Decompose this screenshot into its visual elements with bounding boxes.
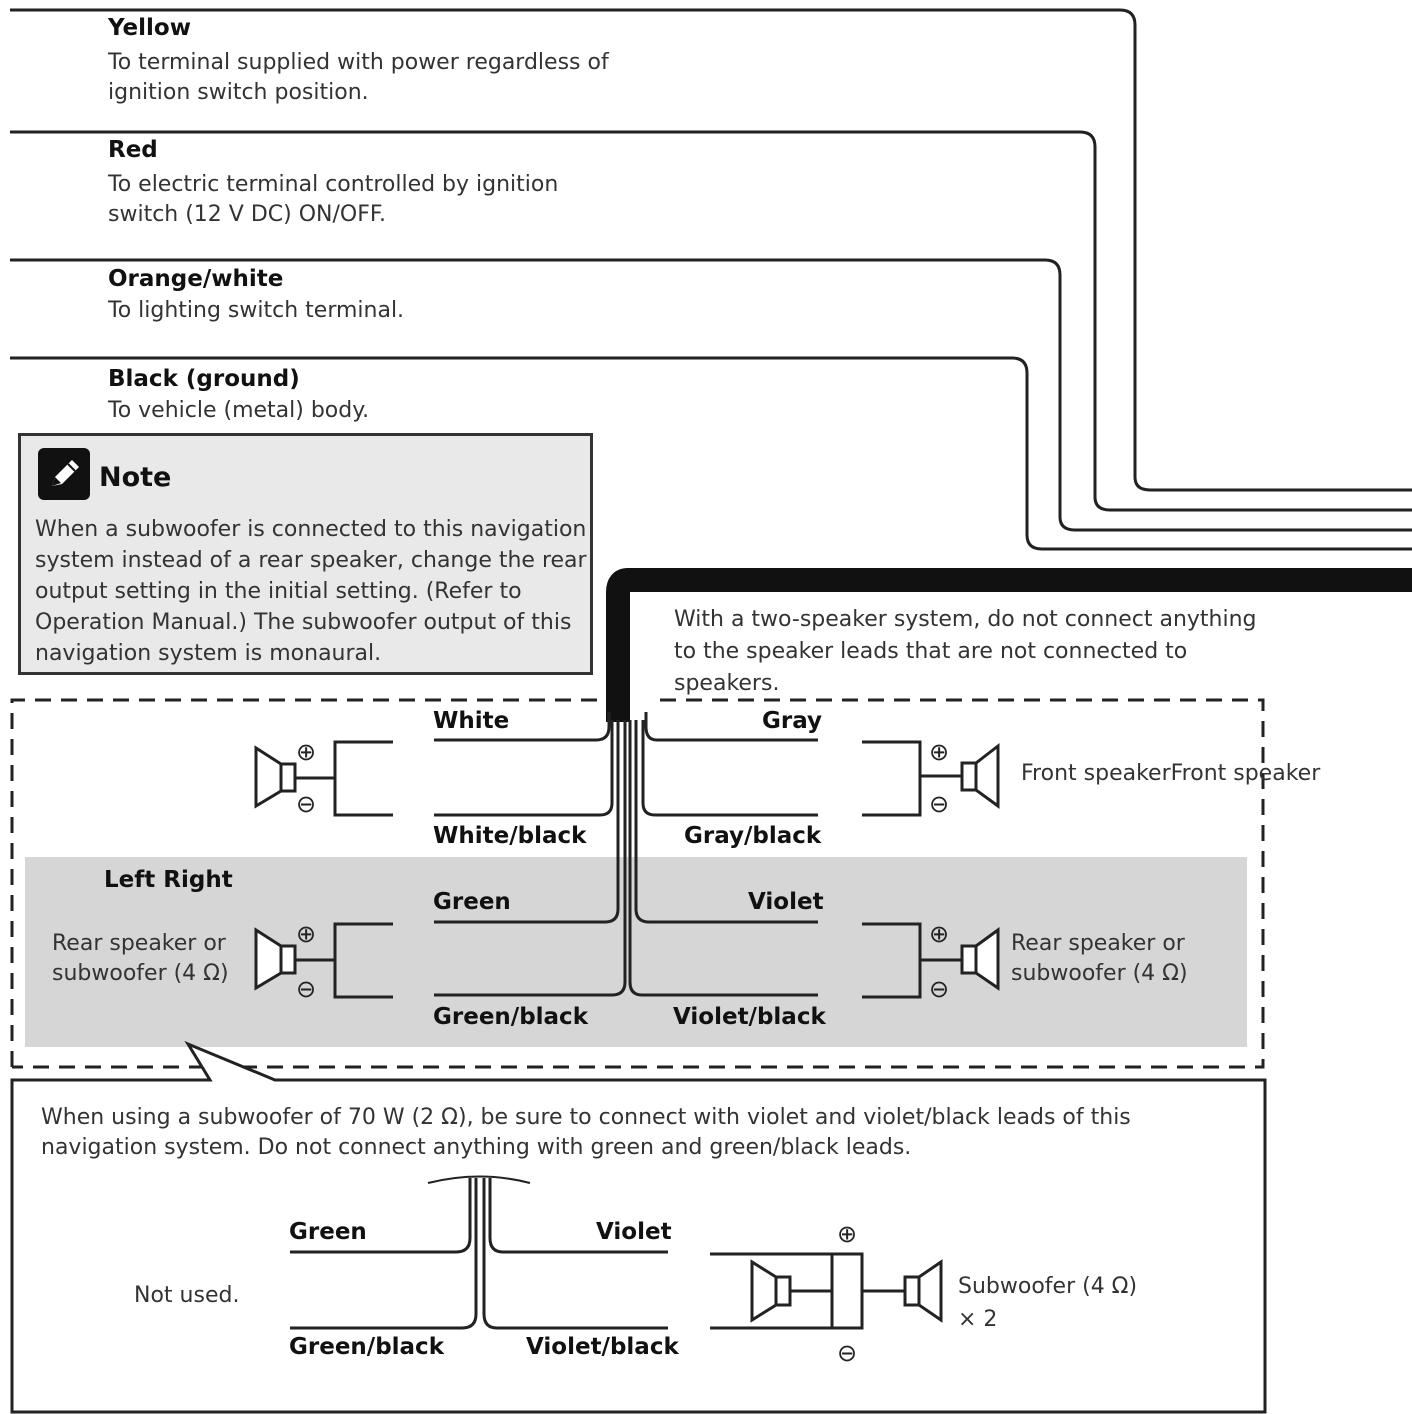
pencil-icon: [38, 448, 90, 500]
green-black-wire-line: [434, 720, 627, 997]
front-right-speaker-icon: [960, 742, 1000, 809]
minus-icon: ⊖: [929, 790, 950, 818]
green-black-label: Green/black: [433, 1004, 588, 1030]
minus-icon: ⊖: [837, 1339, 858, 1367]
red-lead-name: Red: [108, 137, 158, 163]
minus-icon: ⊖: [929, 975, 950, 1003]
white-black-label: White/black: [433, 823, 587, 849]
gray-black-label: Gray/black: [684, 823, 822, 849]
white-black-wire-line: [434, 720, 614, 817]
bottom-green-wire: [290, 1178, 472, 1254]
violet-label: Violet: [748, 889, 824, 915]
minus-icon: ⊖: [296, 790, 317, 818]
yellow-lead-name: Yellow: [108, 15, 191, 41]
black-lead-desc: To vehicle (metal) body.: [108, 398, 370, 423]
gray-label: Gray: [762, 708, 823, 734]
violet-black-wire-line: [628, 720, 818, 997]
bottom-violet-black-wire: [482, 1178, 668, 1330]
rear-right-speaker-label: Rear speaker or subwoofer (4 Ω): [1011, 931, 1188, 986]
bottom-green-black-label: Green/black: [289, 1334, 444, 1360]
violet-wire-line: [634, 720, 818, 924]
not-used-label: Not used.: [134, 1283, 240, 1308]
front-right-bracket: [862, 740, 962, 817]
rear-left-bracket: [296, 922, 393, 999]
subwoofer-note: When using a subwoofer of 70 W (2 Ω), be…: [41, 1105, 1131, 1160]
subwoofer-left-icon: [750, 1259, 792, 1323]
violet-black-label: Violet/black: [673, 1004, 826, 1030]
green-wire-line: [434, 720, 620, 924]
plus-icon: ⊕: [929, 738, 950, 766]
front-left-bracket: [296, 740, 393, 817]
left-right-label: Left Right: [104, 867, 233, 893]
two-speaker-note: With a two-speaker system, do not connec…: [674, 607, 1257, 696]
gray-black-wire-line: [641, 720, 818, 817]
bottom-violet-label: Violet: [596, 1219, 672, 1245]
bottom-green-label: Green: [289, 1219, 367, 1245]
note-box: Note When a subwoofer is connected to th…: [18, 433, 593, 675]
white-wire-line: [434, 712, 611, 742]
bottom-violet-wire: [488, 1178, 668, 1254]
green-label: Green: [433, 889, 511, 915]
main-harness-cable: [606, 568, 1412, 722]
orange-lead-name: Orange/white: [108, 266, 284, 292]
orange-white-wire: [10, 258, 1412, 532]
rear-right-speaker-icon: [960, 927, 1000, 991]
minus-icon: ⊖: [296, 975, 317, 1003]
yellow-wire: [10, 8, 1412, 492]
dashed-boundary: [10, 698, 1265, 1069]
front-speaker-label: Front speakerFront speaker: [1021, 761, 1321, 786]
rear-left-speaker-icon: [254, 927, 297, 991]
subwoofer-bracket: [710, 1252, 905, 1330]
black-lead-name: Black (ground): [108, 366, 300, 392]
subwoofer-callout-box: [10, 1040, 1267, 1414]
plus-icon: ⊕: [929, 920, 950, 948]
red-lead-desc: To electric terminal controlled by ignit…: [108, 172, 559, 227]
bottom-green-black-wire: [290, 1178, 478, 1330]
plus-icon: ⊕: [296, 738, 317, 766]
bottom-violet-black-label: Violet/black: [526, 1334, 679, 1360]
rear-left-speaker-label: Rear speaker or subwoofer (4 Ω): [52, 931, 229, 986]
plus-icon: ⊕: [296, 920, 317, 948]
cut-mark: [427, 1175, 531, 1184]
red-wire: [10, 130, 1412, 512]
subwoofer-right-icon: [903, 1259, 943, 1323]
note-text: When a subwoofer is connected to this na…: [35, 517, 587, 666]
rear-right-bracket: [862, 922, 962, 999]
black-ground-wire: [10, 356, 1412, 551]
gray-wire-line: [644, 712, 818, 742]
white-label: White: [433, 708, 510, 734]
subwoofer-label: Subwoofer (4 Ω) × 2: [958, 1274, 1138, 1332]
yellow-lead-desc: To terminal supplied with power regardle…: [108, 50, 609, 105]
plus-icon: ⊕: [837, 1220, 858, 1248]
note-title: Note: [99, 462, 172, 493]
front-left-speaker-icon: [254, 745, 297, 809]
orange-lead-desc: To lighting switch terminal.: [108, 298, 405, 323]
